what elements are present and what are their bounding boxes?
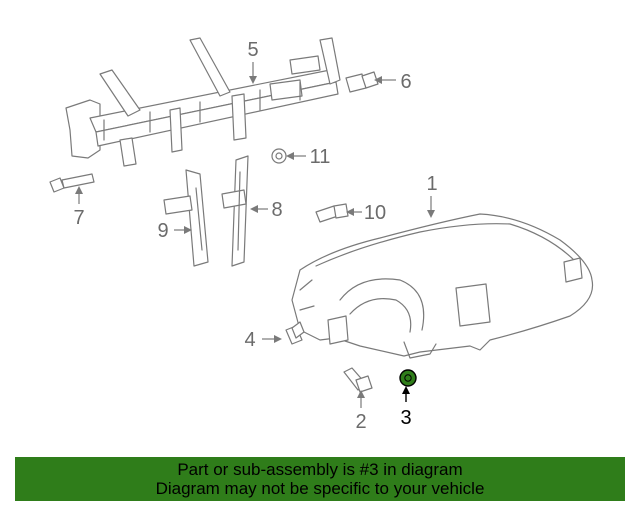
callout-8: 8 [271,199,282,221]
banner-line-2: Diagram may not be specific to your vehi… [155,479,485,498]
callout-10: 10 [364,202,386,224]
callout-11: 11 [310,146,331,168]
nut-part-3-highlighted[interactable] [399,369,417,387]
clip-part-4 [285,321,305,345]
leader-lines [75,62,435,408]
bolt-part-2 [343,367,373,393]
nut-part-11 [271,148,287,164]
callout-4: 4 [244,329,255,351]
bracket-part-9 [163,169,209,267]
clip-part-6 [345,71,379,93]
callout-2: 2 [355,411,366,433]
callout-3: 3 [400,407,411,429]
callout-labels: 5 6 11 7 1 8 9 10 4 2 3 [73,39,437,433]
instrument-panel-part-1 [291,213,594,359]
banner-line-1: Part or sub-assembly is #3 in diagram [177,460,463,479]
bolt-part-10 [315,203,349,223]
part-info-banner: Part or sub-assembly is #3 in diagram Di… [15,457,625,501]
callout-9: 9 [157,220,168,242]
callout-6: 6 [400,71,411,93]
bolt-part-7 [49,173,95,193]
callout-7: 7 [73,207,84,229]
cross-car-beam [65,37,341,167]
callout-1: 1 [426,173,437,195]
callout-5: 5 [247,39,258,61]
bracket-part-8 [221,155,249,267]
